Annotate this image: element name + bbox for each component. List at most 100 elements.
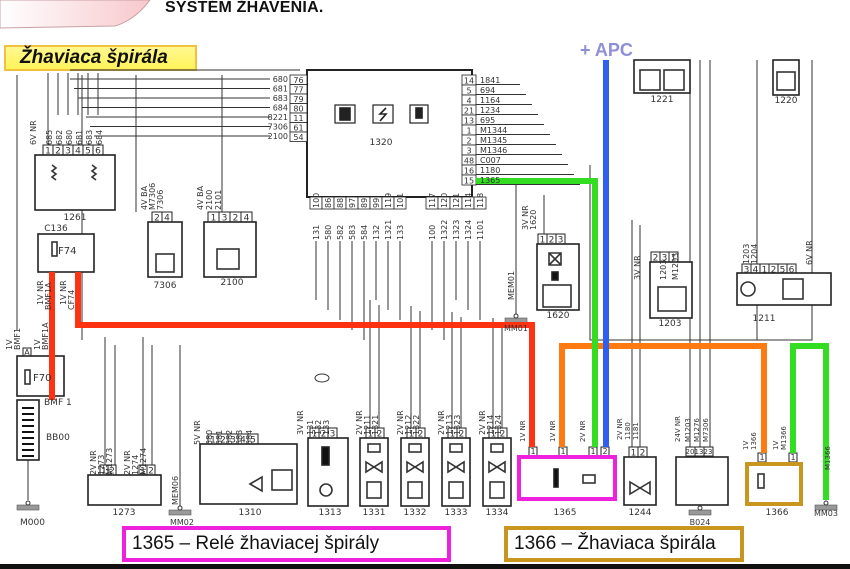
ground-mm03	[814, 504, 838, 511]
spec-label: 2V NR	[579, 420, 587, 442]
pin-number: 5	[250, 436, 256, 446]
ecu-pin-cell	[449, 196, 463, 210]
valve-icon	[406, 460, 424, 474]
wire-label: 584	[245, 430, 254, 445]
pin-cell	[788, 452, 798, 463]
pin-cell	[365, 427, 376, 439]
ecu-wire-number: 695	[480, 116, 495, 125]
ecu-wire-number: M1344	[480, 126, 507, 135]
component-1203	[649, 261, 693, 319]
ecu-wire-number: 1164	[480, 96, 500, 105]
component-1331	[359, 437, 389, 507]
ecu-pin-cell	[369, 196, 383, 210]
pin-number: 3	[230, 436, 236, 446]
pin-number: 2	[55, 147, 61, 157]
pin-cell	[777, 263, 788, 275]
pin-number: 2	[602, 447, 607, 456]
wire-label: M1276	[693, 418, 701, 442]
fuel-pump-icon	[782, 278, 804, 300]
component-id: 1366	[766, 508, 789, 518]
pin-cell	[207, 211, 220, 223]
wire-red-cf74	[75, 272, 535, 447]
ecu-pin-number: 13	[464, 117, 474, 126]
motor-icon	[740, 281, 756, 297]
valve-icon	[488, 460, 506, 474]
pin-number: 5	[85, 147, 91, 157]
pin-number: 4	[753, 266, 759, 276]
ecu-pin-cell	[461, 124, 477, 136]
component-id: 1244	[629, 508, 652, 518]
pin-number: 1	[491, 430, 497, 440]
wire-label: 583	[235, 430, 244, 445]
ecu-wire-number: 1841	[480, 76, 500, 85]
component-1332	[400, 437, 430, 507]
ecu-wire-number: 694	[480, 86, 495, 95]
pin-cell	[537, 233, 548, 245]
pin-number: 1	[140, 467, 146, 477]
wire-label: 685	[45, 130, 54, 145]
component-id: 1211	[753, 314, 776, 324]
pin-number: 2	[771, 266, 777, 276]
pin-number: 1	[540, 236, 546, 246]
ecu-pin-number: 1	[466, 127, 471, 136]
ecu-pin-cell	[437, 196, 451, 210]
ecu-pin-cell	[289, 84, 308, 95]
ecu-pin-number: 99	[372, 198, 381, 208]
ecu-pin-cell	[345, 196, 359, 210]
pin-number: 4	[240, 436, 246, 446]
component-id: 1333	[445, 508, 468, 518]
ecu-pin-cell	[461, 174, 477, 186]
ecu-pin-number: 88	[336, 198, 345, 208]
sensor-element-icon	[321, 446, 330, 466]
resistor-icon	[90, 164, 98, 181]
spec-label: 1V NR	[519, 420, 527, 442]
pin-cell	[217, 433, 229, 445]
spec-label: 2V NR	[355, 410, 364, 435]
spec-label: 2V NR	[123, 450, 132, 475]
solenoid-icon	[408, 443, 422, 453]
fuse-label: F74	[58, 246, 76, 257]
ecu-wire-number: 583	[348, 225, 357, 240]
component-2100	[203, 221, 257, 278]
ecu-wire-number: 584	[360, 225, 369, 240]
pin-number: 13	[695, 448, 704, 456]
pin-cell	[750, 263, 761, 275]
component-1220	[772, 59, 800, 96]
ecu-pin-number: 15	[464, 177, 474, 186]
ecu-pin-number: 86	[324, 198, 333, 208]
wire-label: 1323	[453, 415, 462, 435]
pin-number: 1	[762, 266, 768, 276]
spec-label: 1V NR	[59, 280, 68, 305]
component-1211	[736, 272, 832, 306]
pin-cell	[99, 464, 109, 476]
pin-cell	[415, 427, 426, 439]
ecu-pin-cell	[357, 196, 371, 210]
lock-icon	[551, 271, 559, 281]
ground-label: MM03	[814, 509, 838, 518]
wire-label: M1274	[139, 448, 148, 475]
component-1221	[633, 59, 691, 94]
wire-label: 1203	[742, 244, 751, 264]
ground-node	[697, 505, 703, 511]
ecu-pin-number: 119	[384, 193, 393, 208]
pin-cell	[786, 263, 797, 275]
injector-icon	[409, 104, 429, 124]
ecu-wire-number: 1180	[480, 166, 500, 175]
spec-label: 1V	[33, 339, 42, 350]
ecu-pin-number: 3	[466, 147, 471, 156]
wire-label: 2101	[214, 190, 223, 210]
ecu-pin-number: 5	[466, 87, 471, 96]
component-id: 1203	[659, 319, 682, 329]
component-1333	[441, 437, 471, 507]
wire-label: 132	[314, 420, 323, 435]
ground-m000	[16, 504, 40, 511]
ecu-pin-cell	[333, 196, 347, 210]
wire-label: BMF1A	[44, 282, 53, 310]
ecu-wire-number: M1345	[480, 136, 507, 145]
wire-label: M1203	[684, 418, 692, 442]
wire-label: CF74	[67, 290, 76, 310]
ecu-wire-number: 1101	[476, 220, 485, 240]
component-1366-highlight	[745, 462, 803, 506]
component-1365-highlight	[517, 455, 617, 501]
ecu-wire-number: 100	[428, 225, 437, 240]
